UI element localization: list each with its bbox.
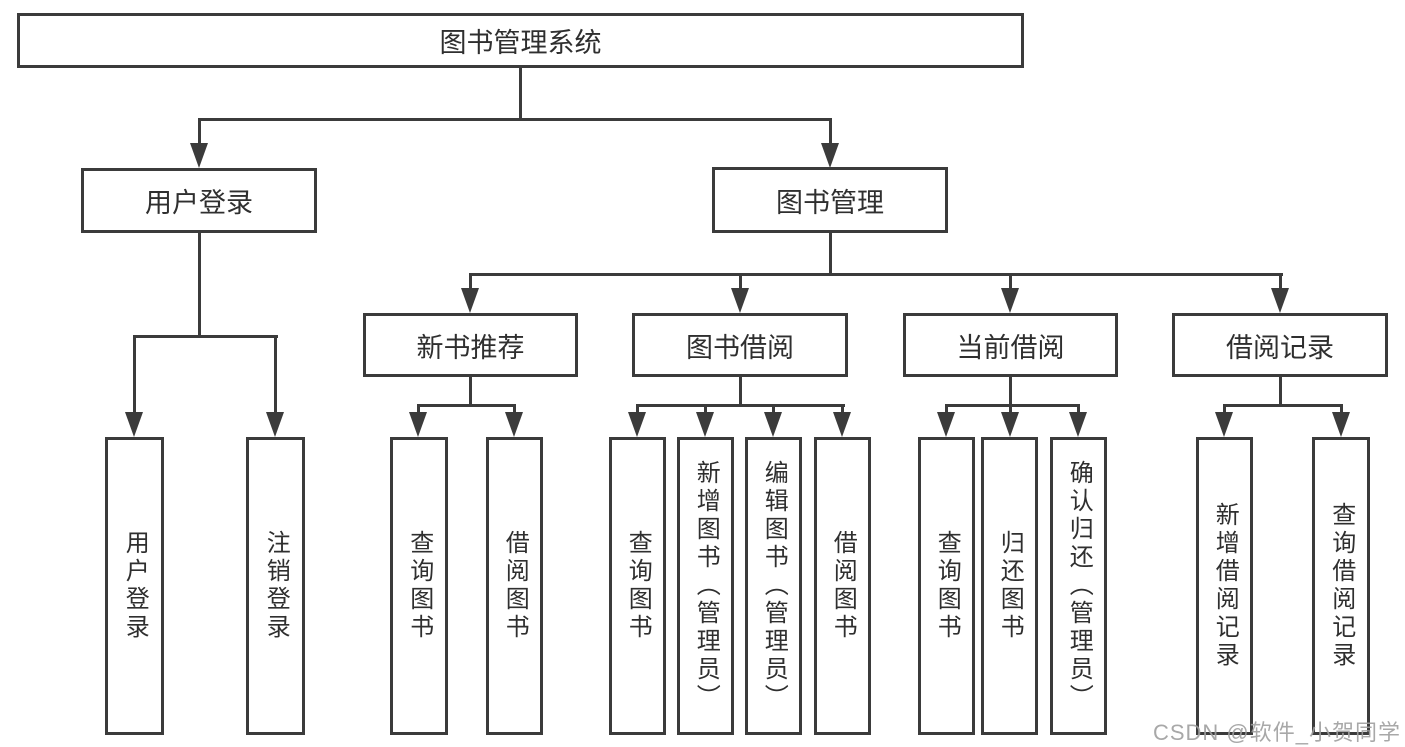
arrow-down-icon (731, 288, 749, 313)
connector-line (469, 374, 472, 406)
connector-line (469, 273, 1283, 276)
arrow-down-icon (1271, 288, 1289, 313)
leaf-add-borrow-record: 新增借阅记录 (1196, 437, 1253, 735)
arrow-down-icon (505, 412, 523, 437)
leaf-logout: 注销登录 (246, 437, 305, 735)
connector-line (945, 404, 948, 419)
node-user-login: 用户登录 (81, 168, 317, 233)
node-label: 图书管理系统 (439, 28, 602, 58)
connector-line (1223, 404, 1343, 407)
leaf-query-books-recommend: 查询图书 (390, 437, 448, 735)
connector-line (829, 118, 832, 148)
node-library-management-system: 图书管理系统 (17, 13, 1024, 68)
leaf-label: 编辑图书（管理员） (760, 460, 788, 712)
connector-line (198, 118, 201, 148)
leaf-label: 用户登录 (121, 530, 149, 642)
connector-line (1009, 273, 1012, 295)
leaf-label: 查询图书 (405, 530, 433, 642)
connector-line (198, 118, 832, 121)
arrow-down-icon (1001, 288, 1019, 313)
connector-line (841, 404, 844, 419)
arrow-down-icon (1215, 412, 1233, 437)
leaf-user-login: 用户登录 (105, 437, 164, 735)
leaf-borrow-books-recommend: 借阅图书 (486, 437, 543, 735)
arrow-down-icon (628, 412, 646, 437)
node-book-borrowing: 图书借阅 (632, 313, 848, 377)
leaf-label: 新增图书（管理员） (692, 460, 720, 712)
connector-line (1279, 273, 1282, 295)
node-label: 新书推荐 (416, 332, 525, 363)
leaf-label: 新增借阅记录 (1211, 502, 1239, 670)
connector-line (274, 335, 277, 415)
connector-line (739, 377, 742, 406)
connector-line (133, 335, 136, 415)
connector-line (704, 404, 707, 419)
leaf-borrow-books: 借阅图书 (814, 437, 871, 735)
node-new-book-recommendation: 新书推荐 (363, 313, 578, 377)
arrow-down-icon (1001, 412, 1019, 437)
connector-line (636, 404, 639, 419)
connector-line (513, 404, 516, 419)
arrow-down-icon (696, 412, 714, 437)
connector-line (469, 273, 472, 295)
connector-line (945, 404, 1080, 407)
arrow-down-icon (764, 412, 782, 437)
connector-line (636, 404, 845, 407)
connector-line (829, 231, 832, 275)
connector-line (1223, 404, 1226, 419)
arrow-down-icon (1069, 412, 1087, 437)
connector-line (1009, 377, 1012, 406)
leaf-label: 注销登录 (262, 530, 290, 642)
arrow-down-icon (833, 412, 851, 437)
connector-line (1009, 404, 1012, 419)
node-label: 用户登录 (145, 188, 253, 218)
leaf-label: 查询借阅记录 (1327, 502, 1355, 670)
leaf-label: 查询图书 (933, 530, 961, 642)
leaf-label: 借阅图书 (829, 530, 857, 642)
arrow-down-icon (266, 412, 284, 437)
leaf-label: 归还图书 (996, 530, 1024, 642)
node-current-borrowing: 当前借阅 (903, 313, 1118, 377)
leaf-add-books-admin: 新增图书（管理员） (677, 437, 734, 735)
connector-line (1340, 404, 1343, 419)
connector-line (133, 335, 278, 338)
arrow-down-icon (409, 412, 427, 437)
arrow-down-icon (125, 412, 143, 437)
node-book-management: 图书管理 (712, 167, 948, 233)
leaf-query-books-current: 查询图书 (918, 437, 975, 735)
connector-line (417, 404, 420, 419)
connector-line (1077, 404, 1080, 419)
leaf-query-books-borrow: 查询图书 (609, 437, 666, 735)
leaf-return-books: 归还图书 (981, 437, 1038, 735)
connector-line (772, 404, 775, 419)
connector-line (198, 231, 201, 336)
connector-line (739, 273, 742, 295)
leaf-query-borrow-record: 查询借阅记录 (1312, 437, 1370, 735)
arrow-down-icon (1332, 412, 1350, 437)
connector-line (417, 404, 516, 407)
csdn-watermark: CSDN @软件_小贺同学 (1152, 720, 1401, 745)
leaf-label: 查询图书 (624, 530, 652, 642)
connector-line (1279, 377, 1282, 406)
leaf-label: 确认归还（管理员） (1065, 460, 1093, 712)
arrow-down-icon (190, 143, 208, 168)
arrow-down-icon (937, 412, 955, 437)
node-label: 图书管理 (776, 187, 884, 218)
node-label: 图书借阅 (686, 332, 794, 363)
leaf-confirm-return-admin: 确认归还（管理员） (1050, 437, 1107, 735)
leaf-edit-books-admin: 编辑图书（管理员） (745, 437, 802, 735)
arrow-down-icon (461, 288, 479, 313)
leaf-label: 借阅图书 (501, 530, 529, 642)
node-label: 当前借阅 (956, 332, 1065, 363)
node-borrowing-records: 借阅记录 (1172, 313, 1388, 377)
node-label: 借阅记录 (1226, 332, 1334, 363)
arrow-down-icon (821, 143, 839, 168)
connector-line (519, 66, 522, 118)
